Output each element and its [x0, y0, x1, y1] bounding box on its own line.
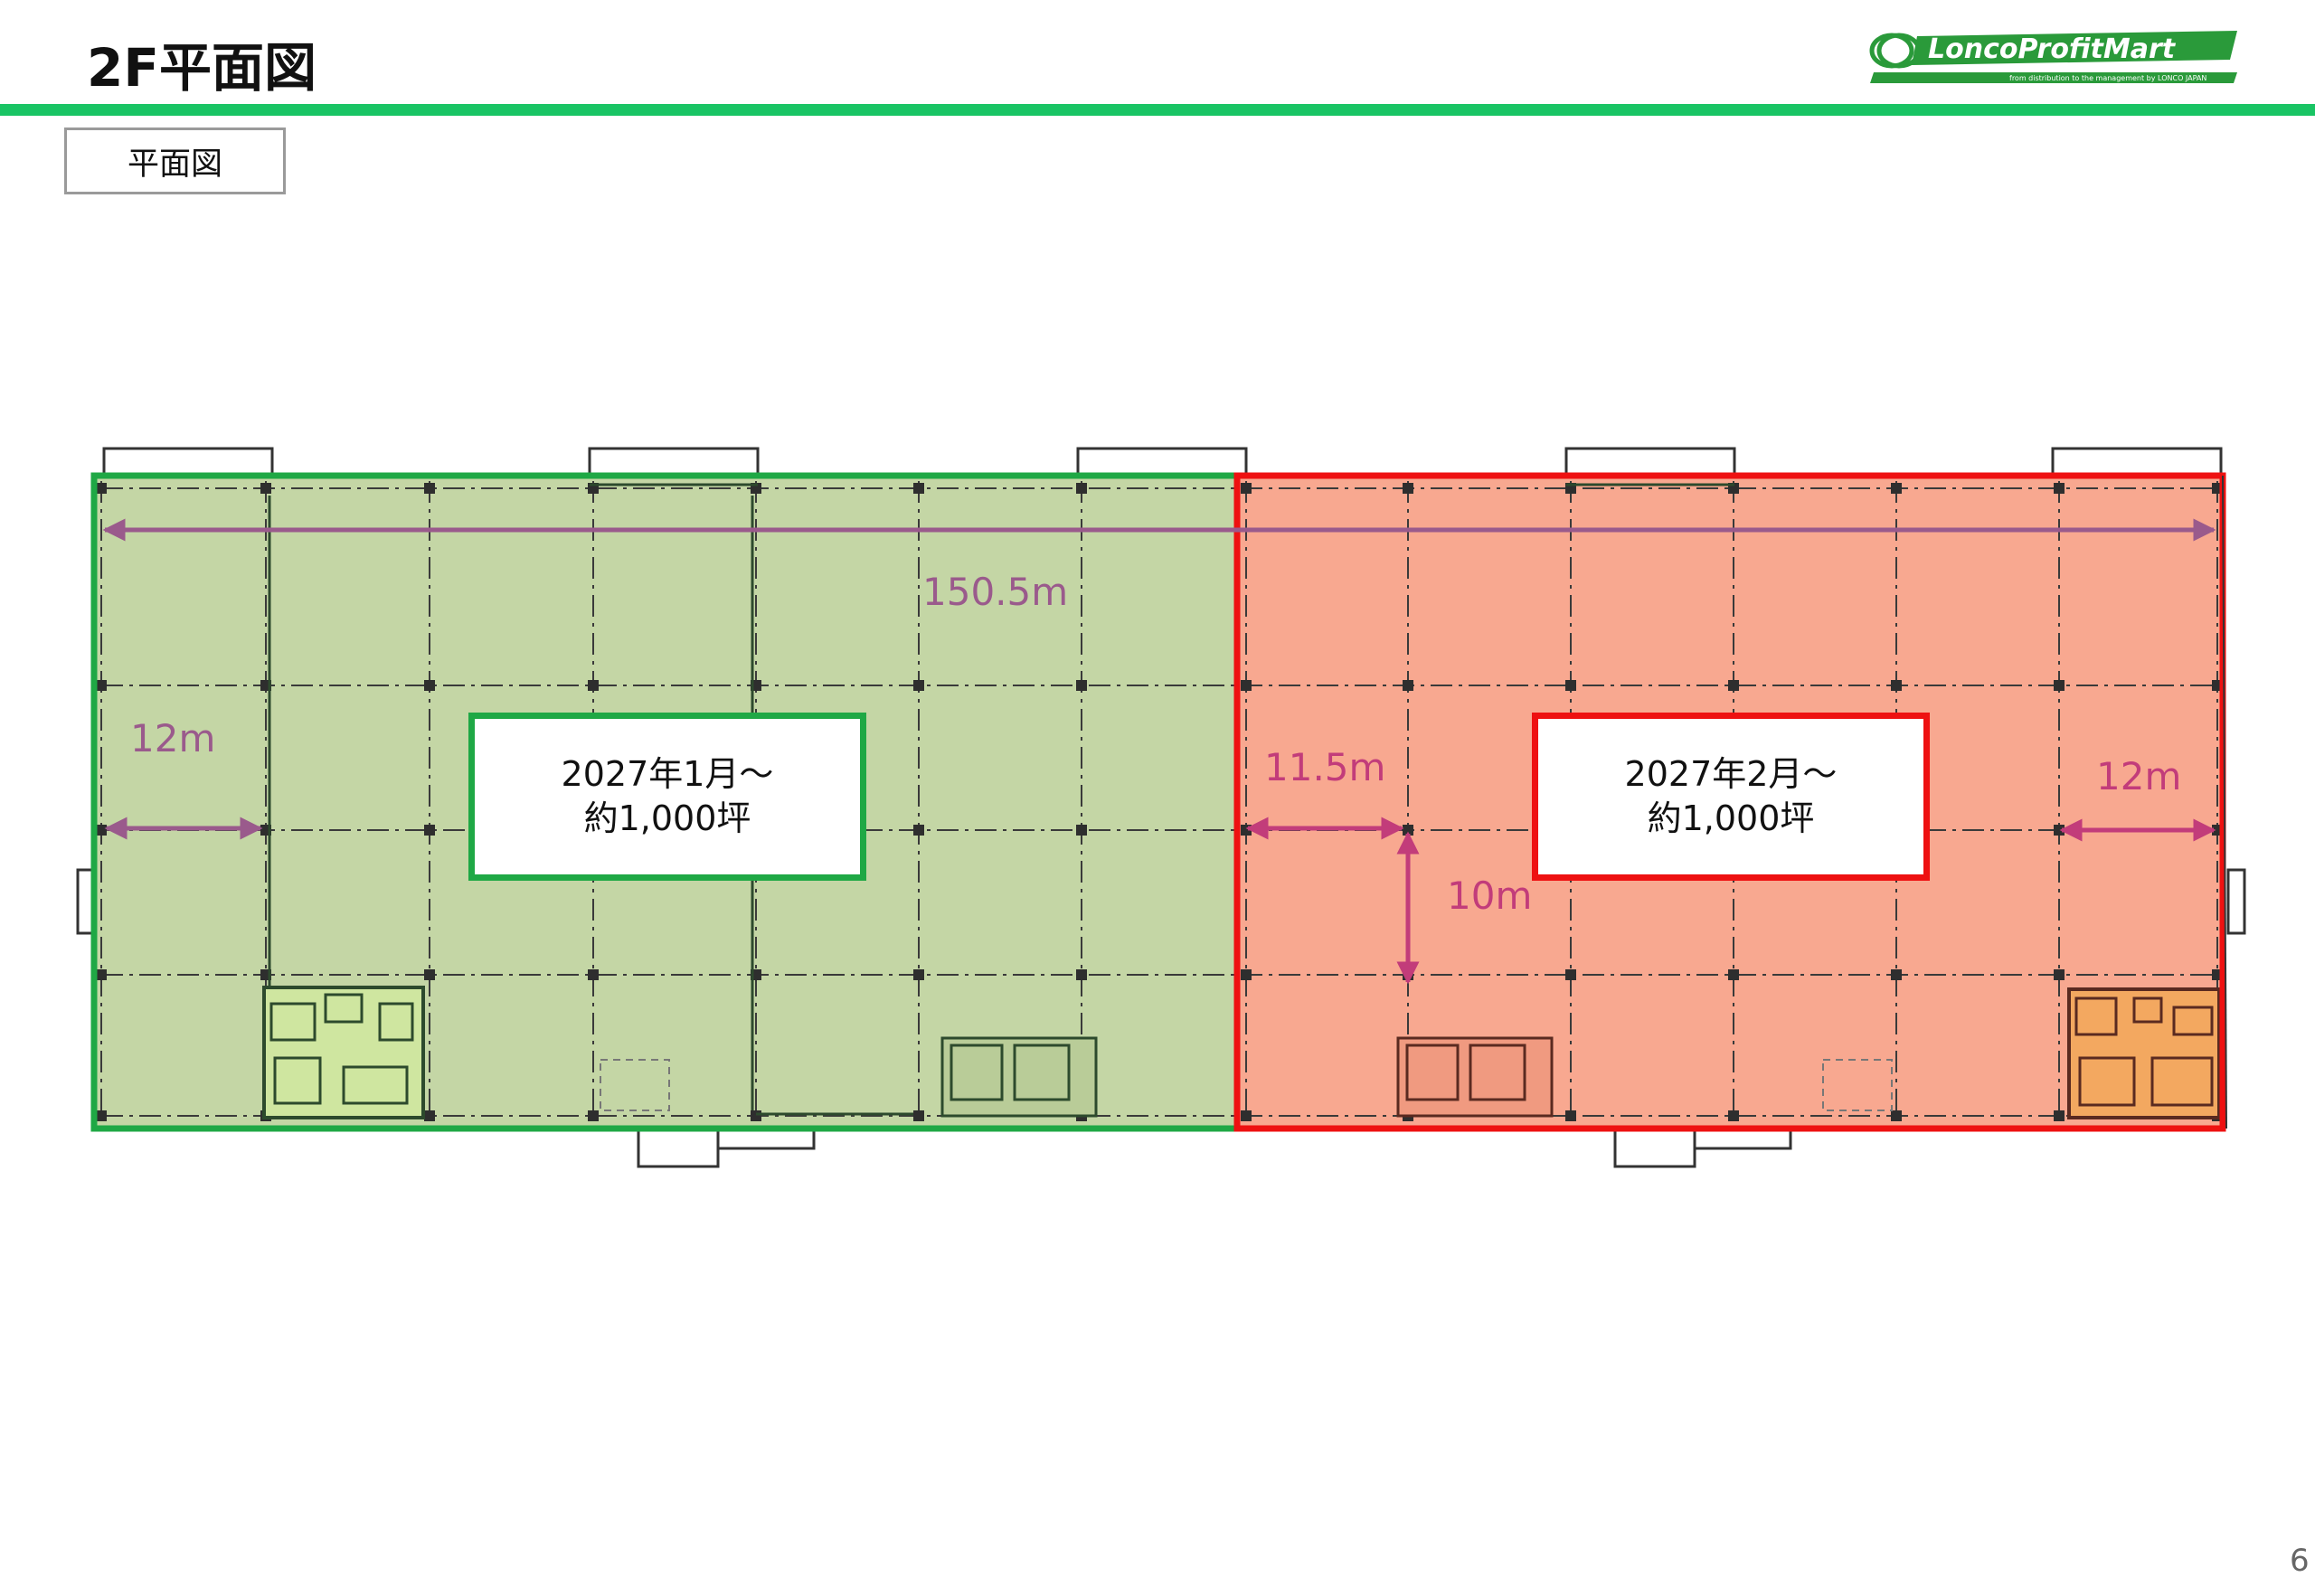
- page-title: 2F平面図: [87, 37, 317, 99]
- right-bay-label: 12m: [2096, 754, 2182, 798]
- section-tag: 平面図: [64, 127, 286, 194]
- company-logo: LoncoProfitMart from distribution to the…: [1869, 31, 2237, 83]
- phase1-area-size: 約1,000坪: [583, 798, 751, 838]
- svg-text:from distribution to the manag: from distribution to the management by L…: [2009, 74, 2206, 82]
- phase1-callout: 2027年1月～ 約1,000坪: [468, 713, 866, 881]
- phase2-core-right: [2067, 987, 2221, 1119]
- phase2-core-elevator: [1396, 1036, 1554, 1118]
- phase2-area-size: 約1,000坪: [1647, 798, 1815, 838]
- row-span-label: 10m: [1447, 874, 1533, 918]
- phase1-core-elevator: [940, 1036, 1098, 1118]
- left-bay-label: 12m: [130, 716, 216, 760]
- phase2-callout: 2027年2月～ 約1,000坪: [1532, 713, 1930, 881]
- phase2-boundary: [1233, 472, 2226, 1132]
- overall-width-label: 150.5m: [922, 570, 1069, 614]
- header-divider: [0, 104, 2315, 116]
- phase1-date: 2027年1月～: [561, 753, 774, 794]
- svg-text:LoncoProfitMart: LoncoProfitMart: [1928, 33, 2177, 65]
- page-number: 6: [2290, 1543, 2310, 1579]
- phase1-core-left: [262, 986, 425, 1119]
- middle-bay-label: 11.5m: [1264, 745, 1386, 789]
- phase2-date: 2027年2月～: [1624, 753, 1838, 794]
